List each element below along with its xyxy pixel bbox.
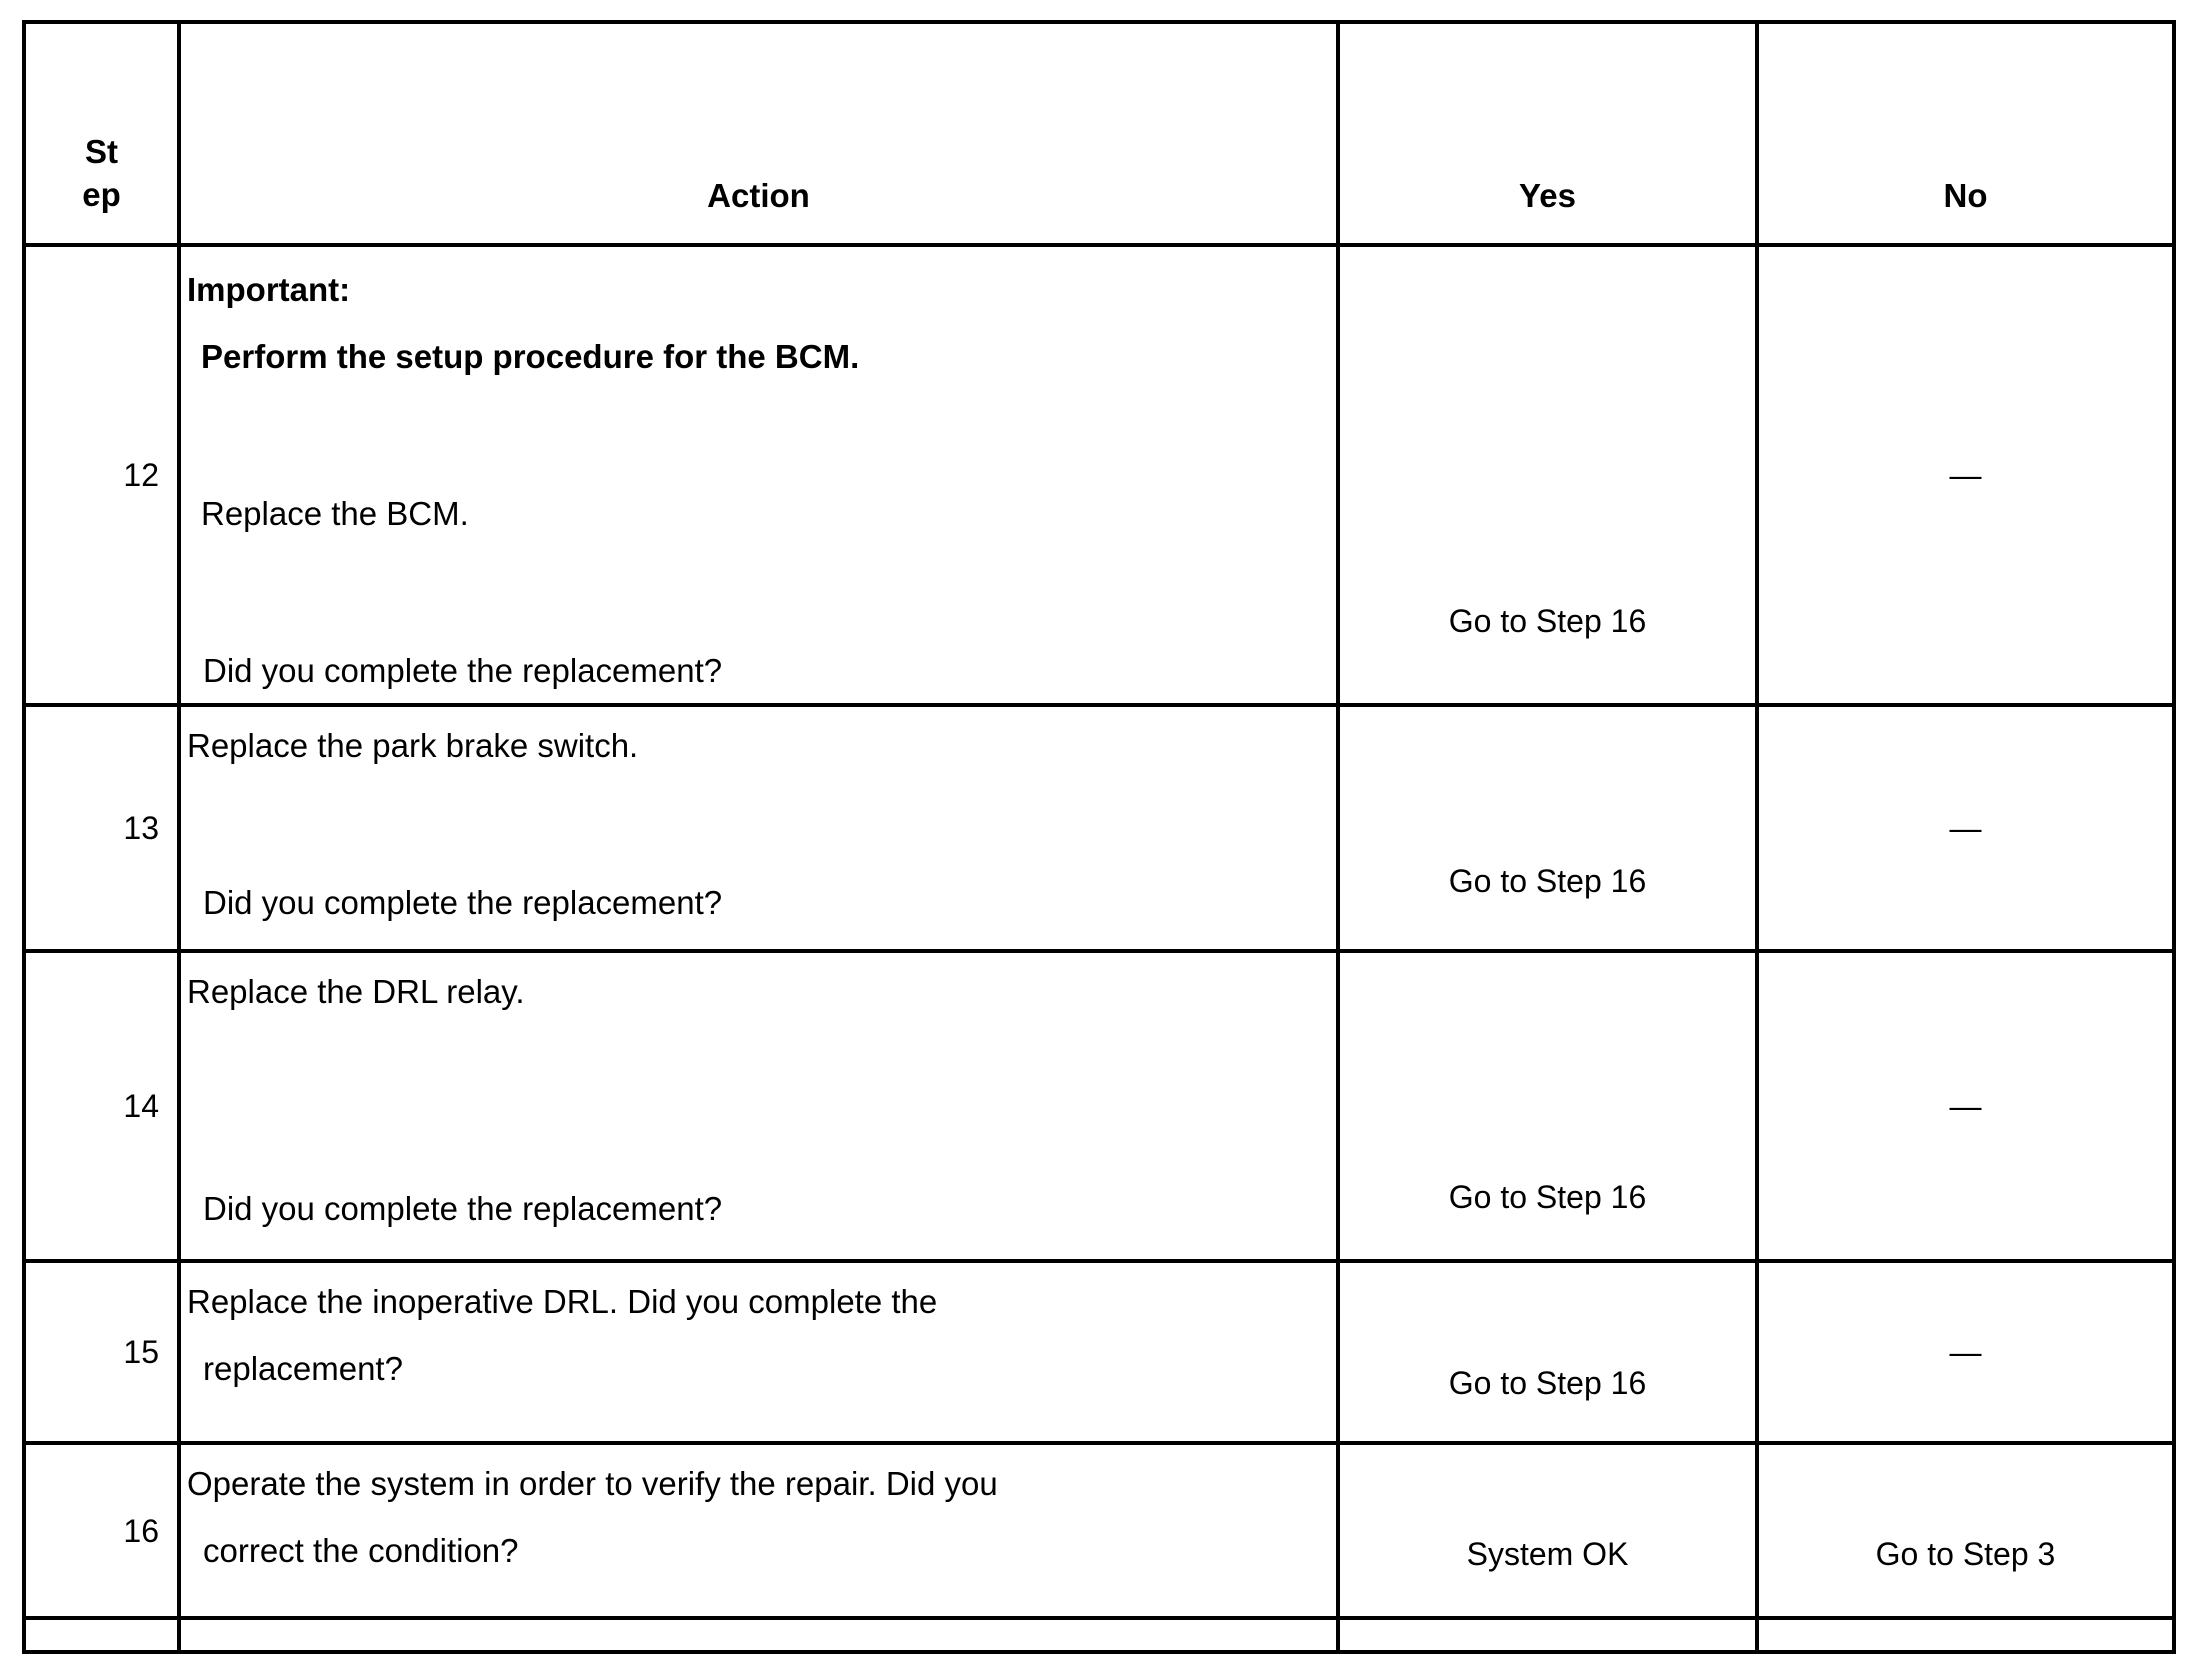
action-line: Perform the setup procedure for the BCM.	[201, 338, 860, 375]
step-number: 13	[123, 810, 159, 846]
no-cell: —	[1755, 703, 2176, 953]
action-cell	[177, 1616, 1340, 1654]
yes-value: Go to Step 16	[1448, 1179, 1647, 1215]
header-label-step: St ep	[26, 131, 177, 217]
header-cell-step: St ep	[22, 20, 181, 247]
action-cell: Important: Perform the setup procedure f…	[177, 243, 1340, 707]
step-cell: 15	[22, 1259, 181, 1445]
yes-value: Go to Step 16	[1448, 863, 1647, 899]
action-text-block: Replace the inoperative DRL. Did you com…	[181, 1263, 1336, 1441]
yes-cell: Go to Step 16	[1336, 243, 1759, 707]
step-cell: 14	[22, 949, 181, 1263]
action-cell: Replace the park brake switch. Did you c…	[177, 703, 1340, 953]
table-row: 13 Replace the park brake switch. Did yo…	[22, 703, 2176, 953]
no-cell	[1755, 1616, 2176, 1654]
action-cell: Replace the inoperative DRL. Did you com…	[177, 1259, 1340, 1445]
action-line: Replace the DRL relay.	[187, 973, 525, 1010]
no-cell: —	[1755, 949, 2176, 1263]
action-cell: Replace the DRL relay. Did you complete …	[177, 949, 1340, 1263]
action-text-block: Replace the DRL relay. Did you complete …	[181, 953, 1336, 1259]
yes-value: Go to Step 16	[1448, 603, 1647, 639]
table-row: 15 Replace the inoperative DRL. Did you …	[22, 1259, 2176, 1445]
no-value: —	[1949, 1088, 1982, 1124]
line-gap	[187, 530, 1324, 654]
table-row: 12 Important: Perform the setup procedur…	[22, 243, 2176, 707]
line-gap	[187, 1318, 1324, 1352]
step-cell: 13	[22, 703, 181, 953]
action-line: Replace the park brake switch.	[187, 727, 639, 764]
action-text-block: Operate the system in order to verify th…	[181, 1445, 1336, 1616]
header-step-line2: ep	[82, 176, 121, 214]
header-cell-yes: Yes	[1336, 20, 1759, 247]
yes-value: System OK	[1466, 1536, 1629, 1572]
step-number: 14	[123, 1088, 159, 1124]
action-text-block: Replace the park brake switch. Did you c…	[181, 707, 1336, 949]
step-number: 12	[123, 457, 159, 493]
table-row-partial	[22, 1616, 2176, 1654]
action-line: Replace the inoperative DRL. Did you com…	[187, 1283, 938, 1320]
step-cell: 16	[22, 1441, 181, 1620]
table-row: 16 Operate the system in order to verify…	[22, 1441, 2176, 1620]
yes-cell	[1336, 1616, 1759, 1654]
no-value: —	[1949, 457, 1982, 493]
header-cell-no: No	[1755, 20, 2176, 247]
no-cell: —	[1755, 1259, 2176, 1445]
header-label-yes: Yes	[1519, 176, 1576, 214]
line-gap	[187, 306, 1324, 340]
action-line: Operate the system in order to verify th…	[187, 1465, 998, 1502]
no-value: —	[1949, 810, 1982, 846]
header-label-no: No	[1943, 176, 1988, 214]
action-line: Did you complete the replacement?	[203, 884, 723, 921]
action-line: Did you complete the replacement?	[203, 1190, 723, 1227]
yes-value: Go to Step 16	[1448, 1365, 1647, 1401]
step-cell: 12	[22, 243, 181, 707]
action-text-block: Important: Perform the setup procedure f…	[181, 247, 1336, 703]
line-gap	[187, 1500, 1324, 1534]
yes-cell: Go to Step 16	[1336, 949, 1759, 1263]
line-gap	[187, 1132, 1324, 1192]
header-cell-action: Action	[177, 20, 1340, 247]
step-number: 15	[123, 1334, 159, 1370]
action-line: Important:	[187, 271, 351, 308]
action-line: Replace the BCM.	[201, 495, 469, 532]
header-label-action: Action	[707, 176, 810, 214]
action-line: replacement?	[203, 1350, 403, 1387]
step-cell	[22, 1616, 181, 1654]
no-cell: —	[1755, 243, 2176, 707]
yes-cell: Go to Step 16	[1336, 1259, 1759, 1445]
no-cell: Go to Step 3	[1755, 1441, 2176, 1620]
header-step-line1: St	[85, 133, 118, 171]
action-line: Did you complete the replacement?	[203, 652, 723, 689]
table-row: 14 Replace the DRL relay. Did you comple…	[22, 949, 2176, 1263]
line-gap	[187, 373, 1324, 497]
table-header-row: St ep Action Yes No	[22, 20, 2176, 247]
line-gap	[187, 762, 1324, 886]
step-number: 16	[123, 1512, 159, 1549]
no-value: Go to Step 3	[1875, 1536, 2056, 1572]
yes-cell: Go to Step 16	[1336, 703, 1759, 953]
action-cell: Operate the system in order to verify th…	[177, 1441, 1340, 1620]
line-gap	[187, 1008, 1324, 1132]
yes-cell: System OK	[1336, 1441, 1759, 1620]
action-line: correct the condition?	[203, 1532, 519, 1569]
no-value: —	[1949, 1334, 1982, 1370]
